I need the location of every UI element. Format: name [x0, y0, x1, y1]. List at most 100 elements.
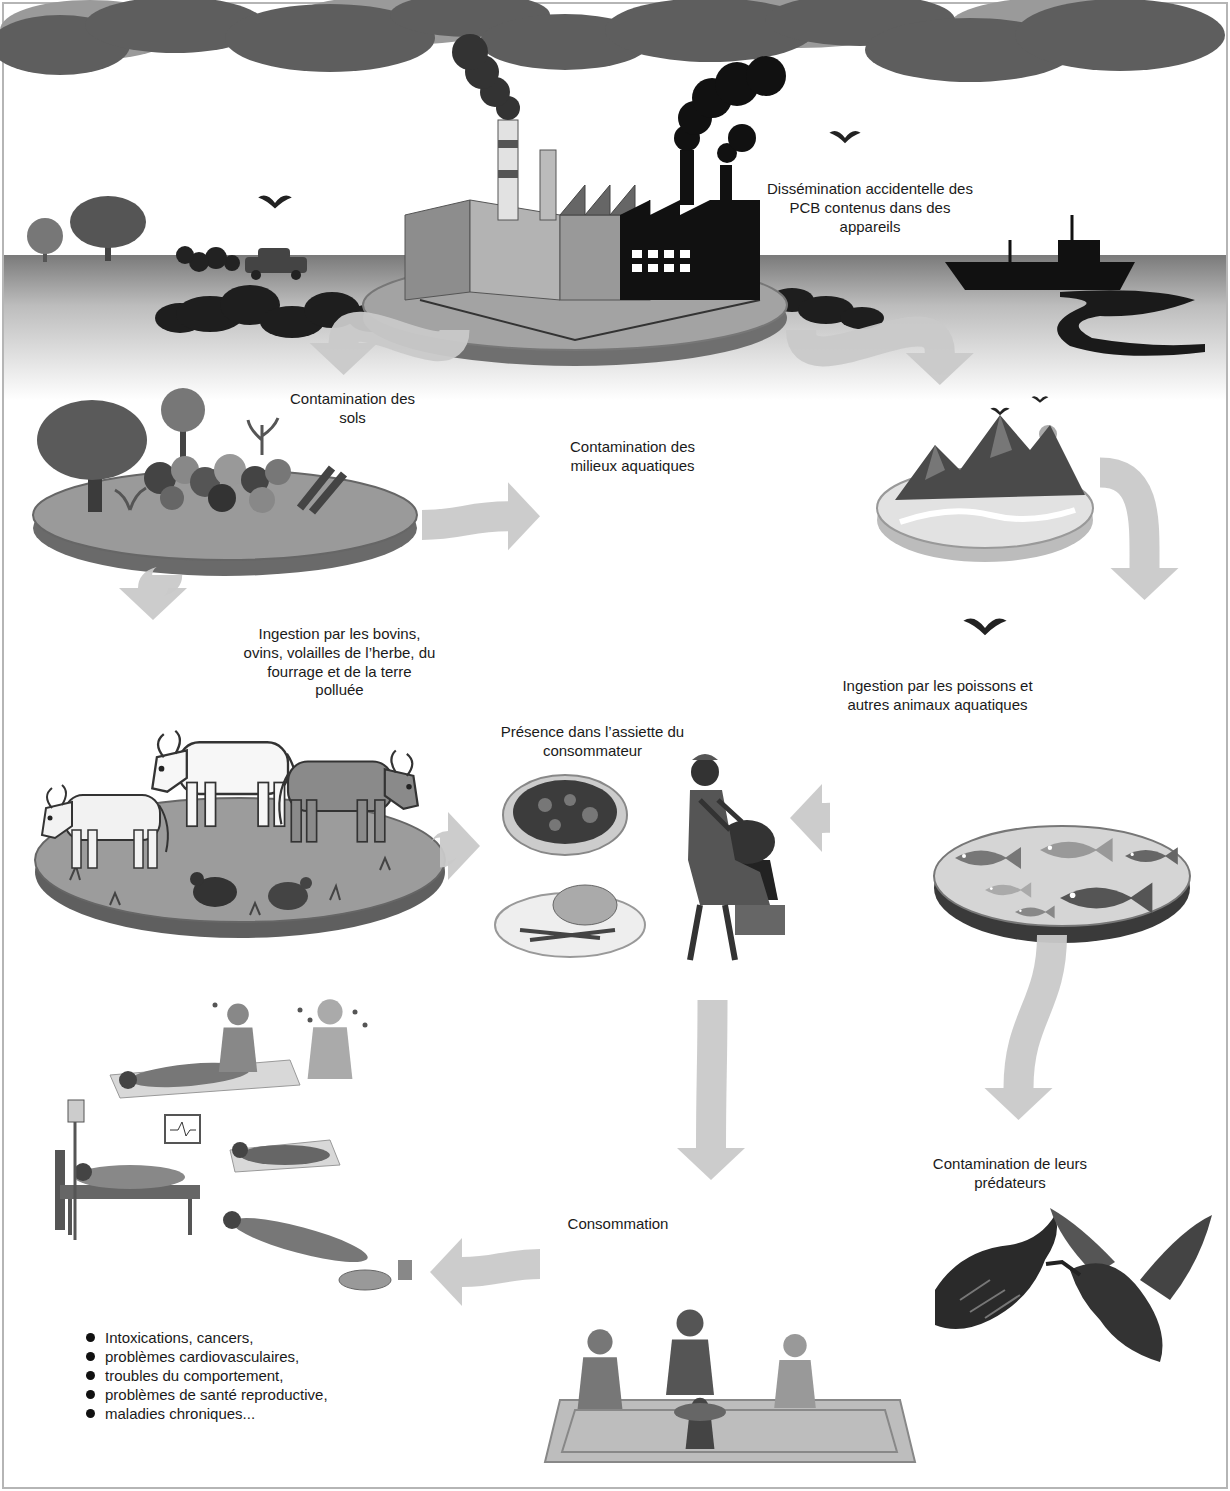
flow-arrow: [985, 935, 1053, 1120]
trees-and-car-part: [291, 270, 301, 280]
flow-arrow-body: [153, 575, 167, 588]
caption: Consommation: [548, 1215, 688, 1234]
water-platform-part: [895, 415, 1085, 500]
factory-part: [620, 200, 760, 300]
water-platform-part: [925, 445, 945, 480]
factory-part-part: [632, 264, 642, 272]
factory-scene: Dissémination accidentelle des PCB conte…: [360, 115, 990, 330]
livestock-platform-part: [279, 751, 417, 842]
trees-and-car-part-part: [176, 246, 194, 264]
frame: [3, 3, 1227, 1488]
factory: [363, 34, 787, 366]
factory-part-part: [648, 250, 658, 258]
predator-birds-part: [1140, 1215, 1212, 1300]
sick-people-part: [119, 1071, 137, 1089]
flow-arrow: [1100, 473, 1179, 601]
water-platform: [877, 415, 1093, 562]
plates-and-cook-part: [520, 930, 615, 940]
livestock-platform-part: [70, 858, 390, 915]
clouds: [0, 0, 1225, 82]
birds-part: [990, 408, 1009, 415]
soil-platform-part: [208, 484, 236, 512]
predator-birds-part: [935, 1215, 1057, 1329]
factory-part: [632, 250, 690, 272]
sick-people-part: [308, 999, 353, 1079]
arrowhead: [448, 812, 480, 880]
flow-arrow: [422, 482, 540, 550]
trees-and-car: [27, 196, 307, 280]
factory-part-part: [664, 264, 674, 272]
sick-people-part: [339, 1270, 391, 1290]
flow-arrow-body: [440, 846, 448, 853]
meal-scene: Consommation: [540, 1180, 920, 1470]
plates-and-cook-part-part: [564, 794, 576, 806]
arrowhead: [310, 343, 378, 375]
flow-arrow-body: [801, 330, 940, 353]
flow-arrow: [440, 812, 480, 880]
symptom-item: troubles du comportement,: [85, 1366, 425, 1385]
flow-arrow-body: [711, 1000, 713, 1148]
plates-and-cook-part: [538, 794, 598, 831]
trees-and-car-part-part: [205, 247, 227, 269]
soil-platform-part: [37, 400, 147, 480]
water-scene: Contamination des milieux aquatiques: [540, 385, 1100, 560]
arrowhead: [985, 1088, 1053, 1120]
arrowhead: [430, 1238, 462, 1306]
ship-and-oil-part: [945, 262, 1135, 290]
livestock-platform-part: [300, 877, 312, 889]
sick-people-part: [74, 1163, 92, 1181]
family-meal-part: [674, 1403, 726, 1421]
fish-platform-part: [1060, 883, 1152, 914]
factory-part-part: [632, 250, 642, 258]
symptom-item: maladies chroniques...: [85, 1404, 425, 1423]
fish-platform-part: [985, 882, 1031, 897]
flow-arrow: [310, 327, 455, 375]
water-platform-part: [900, 510, 1075, 522]
sick-people-part: [213, 1003, 368, 1028]
birds-part: [258, 196, 292, 209]
sick-people-part: [68, 1100, 84, 1122]
sick-people-part-part: [298, 1008, 303, 1013]
plates-and-cook-part: [735, 905, 785, 935]
predator-birds-part: [960, 1280, 1020, 1318]
birds: [258, 131, 1048, 635]
flow-arrow-body: [1019, 935, 1053, 1088]
factory-part-part: [452, 34, 488, 70]
family-meal-part: [578, 1329, 623, 1409]
sick-people-part: [398, 1260, 412, 1280]
arrowhead: [119, 588, 187, 620]
soil-platform-part: [248, 418, 278, 455]
family-meal-part: [774, 1334, 816, 1408]
livestock-platform-part: [42, 785, 168, 868]
fish-scene: Ingestion par les poissons et autres ani…: [830, 600, 1200, 935]
factory-part: [498, 140, 518, 148]
fish-platform: [934, 826, 1190, 943]
caption: Contamination de leurs prédateurs: [930, 1155, 1090, 1193]
fish-platform-part: [1125, 847, 1178, 865]
flow-arrow-body: [422, 516, 508, 525]
predator-birds: [935, 1208, 1212, 1362]
plates-and-cook-part: [503, 775, 627, 855]
soil-scene: Contamination des sols: [30, 375, 422, 575]
sick-people: [55, 999, 412, 1290]
sick-people-part: [70, 1199, 190, 1235]
arrowhead: [1111, 568, 1179, 600]
symptom-item: Intoxications, cancers,: [85, 1328, 425, 1347]
factory-part: [498, 170, 518, 178]
plates-and-cook-part: [690, 905, 735, 960]
factory-part-part: [680, 250, 690, 258]
factory-part: [420, 300, 760, 340]
family-meal-part: [545, 1400, 915, 1462]
sick-people-part-part: [213, 1003, 218, 1008]
fish-platform-part: [955, 847, 1021, 869]
caption: Dissémination accidentelle des PCB conte…: [765, 180, 975, 236]
sick-people-part: [240, 1145, 330, 1165]
sick-people-part: [229, 1209, 371, 1270]
factory-part: [498, 120, 518, 220]
factory-part-part: [746, 56, 786, 96]
caption: Ingestion par les poissons et autres ani…: [830, 677, 1045, 715]
flow-arrow: [430, 1238, 540, 1306]
livestock-platform-part: [190, 872, 204, 886]
factory-part-part: [648, 264, 658, 272]
plate-scene: Présence dans l’assiette du consommateur: [480, 720, 790, 1000]
